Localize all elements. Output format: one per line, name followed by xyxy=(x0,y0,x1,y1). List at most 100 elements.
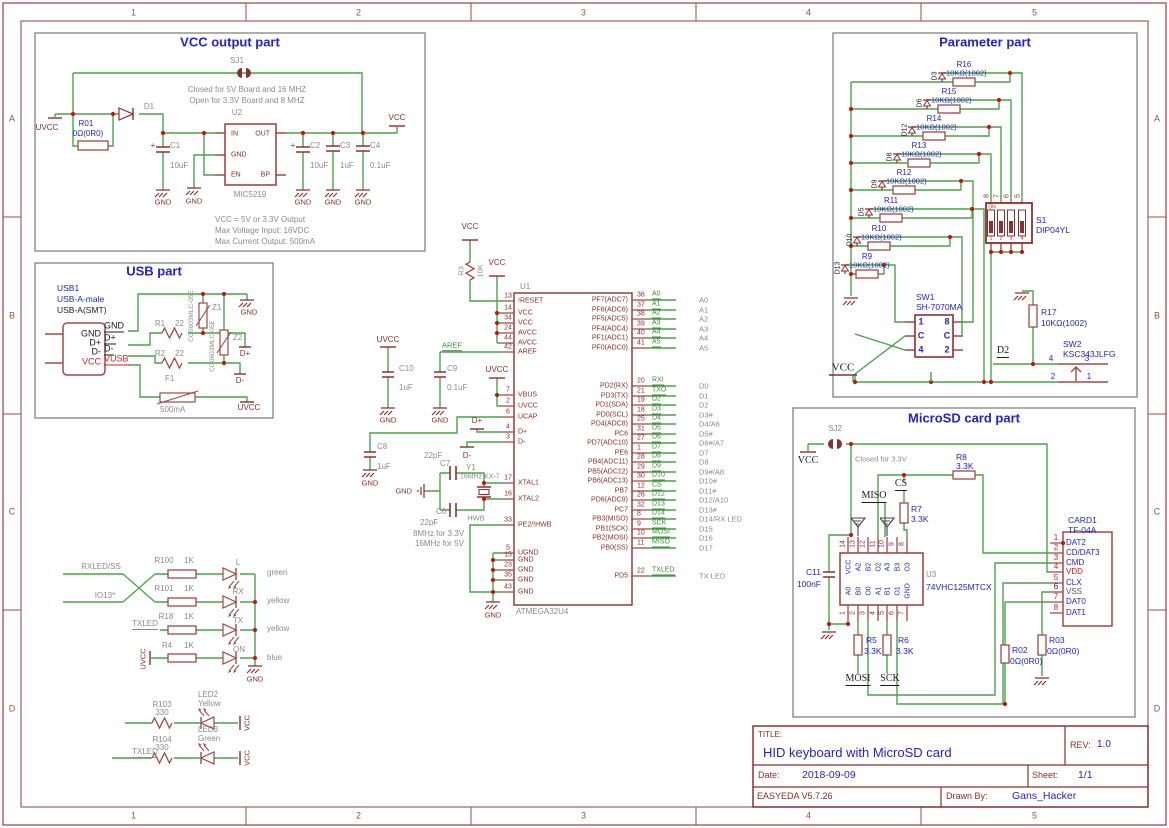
resistor-r03[interactable] xyxy=(1037,634,1047,656)
mcu-u1[interactable] xyxy=(513,292,633,606)
resistor-r16[interactable] xyxy=(952,77,976,87)
junction-dot xyxy=(976,151,982,157)
gnd-flag-u3-a2 xyxy=(850,517,867,536)
solder-jumper-sj1[interactable] xyxy=(237,68,251,78)
sheet-label: Sheet: xyxy=(1032,770,1059,780)
cap-c1[interactable] xyxy=(156,146,170,153)
resistor-r10[interactable] xyxy=(867,241,891,251)
gnd-symbol xyxy=(379,407,395,416)
resistor-r101[interactable] xyxy=(167,597,197,607)
junction-dot xyxy=(494,320,500,326)
gnd-symbol xyxy=(238,299,254,308)
resistor-r02[interactable] xyxy=(1000,644,1010,664)
solder-jumper-sj2[interactable] xyxy=(828,439,842,449)
rev-value: 1.0 xyxy=(1097,739,1111,750)
wire[interactable] xyxy=(63,573,256,759)
resistor-r12[interactable] xyxy=(892,185,916,195)
junction-dot xyxy=(1030,361,1036,367)
regulator-u2[interactable] xyxy=(224,123,277,186)
wire[interactable] xyxy=(369,240,502,602)
cap-c2[interactable] xyxy=(296,146,310,153)
led-on[interactable] xyxy=(222,651,238,665)
resistor-r01[interactable] xyxy=(77,140,109,151)
cap-c7[interactable] xyxy=(449,466,457,480)
resistor-r5[interactable] xyxy=(853,634,863,656)
cap-c9[interactable] xyxy=(434,371,446,378)
wire[interactable] xyxy=(851,126,1002,203)
wire[interactable] xyxy=(851,236,963,337)
junction-dot xyxy=(996,97,1002,103)
section-vcc-output xyxy=(34,32,426,252)
wire[interactable] xyxy=(851,72,1023,203)
resistor-r11[interactable] xyxy=(879,213,903,223)
resistor-r15[interactable] xyxy=(937,104,961,114)
cap-c3[interactable] xyxy=(326,145,340,152)
gnd-symbol xyxy=(361,469,377,478)
slide-switch-sw1[interactable] xyxy=(914,314,954,358)
sd-card-card1[interactable] xyxy=(1062,531,1113,627)
gnd-symbol xyxy=(246,665,262,674)
junction-dot xyxy=(852,379,858,385)
junction-dot xyxy=(201,130,207,136)
junction-dot xyxy=(845,621,851,627)
junction-dot xyxy=(947,234,953,240)
junction-dot xyxy=(481,496,487,502)
junction-dot xyxy=(200,291,206,297)
resistor-r3[interactable] xyxy=(464,261,476,281)
junction-dot xyxy=(988,379,994,385)
cap-c8[interactable] xyxy=(364,451,376,458)
u1-net-stubs[interactable] xyxy=(648,299,676,577)
junction-dot xyxy=(1007,70,1013,76)
led-tx[interactable] xyxy=(222,623,238,637)
cap-c11[interactable] xyxy=(823,571,835,578)
resistor-r100[interactable] xyxy=(167,569,197,579)
junction-dot xyxy=(848,106,854,112)
junction-dot xyxy=(252,655,258,661)
junction-dot xyxy=(1008,249,1014,255)
buffer-u3[interactable] xyxy=(839,552,924,606)
resistor-r7[interactable] xyxy=(899,502,909,524)
wire[interactable] xyxy=(851,99,1012,203)
resistor-r1 xyxy=(161,326,183,340)
resistor-r13[interactable] xyxy=(907,158,931,168)
wire[interactable] xyxy=(851,180,974,323)
resistor-r17[interactable] xyxy=(1028,304,1038,328)
junction-dot xyxy=(490,567,496,573)
junction-dot xyxy=(221,360,227,366)
resistor-r14[interactable] xyxy=(922,131,946,141)
led2[interactable] xyxy=(199,716,215,730)
gnd-symbol xyxy=(417,484,425,498)
junction-dot xyxy=(70,111,76,117)
resistor-r6[interactable] xyxy=(882,634,892,656)
led-l[interactable] xyxy=(222,567,238,581)
tool-version: EASYEDA V5.7.26 xyxy=(757,791,833,801)
wire[interactable] xyxy=(851,153,992,203)
resistor-r9[interactable] xyxy=(855,269,879,279)
junction-dot xyxy=(200,330,206,336)
resistor-r8[interactable] xyxy=(952,470,976,480)
wire[interactable] xyxy=(851,208,985,382)
led-rx[interactable] xyxy=(222,595,238,609)
junction-dot xyxy=(490,577,496,583)
resistor-r4[interactable] xyxy=(167,653,197,663)
date-label: Date: xyxy=(758,770,780,780)
junction-dot xyxy=(981,379,987,385)
cap-c6[interactable] xyxy=(449,503,457,517)
junction-dot xyxy=(490,557,496,563)
resistor-r18[interactable] xyxy=(167,625,197,635)
junction-dot xyxy=(110,111,116,117)
gnd-symbol xyxy=(185,187,201,196)
led3[interactable] xyxy=(199,751,215,765)
diode-d1[interactable] xyxy=(118,107,135,121)
gnd-symbol xyxy=(354,189,370,198)
usb-connector[interactable] xyxy=(62,322,106,376)
wire[interactable] xyxy=(128,293,248,402)
date-value: 2018-09-09 xyxy=(802,769,856,781)
cap-c4[interactable] xyxy=(356,145,370,152)
button-sw2[interactable] xyxy=(1058,363,1108,383)
wire[interactable] xyxy=(72,72,398,190)
junction-dot xyxy=(848,532,854,538)
cap-c10[interactable] xyxy=(382,371,394,378)
